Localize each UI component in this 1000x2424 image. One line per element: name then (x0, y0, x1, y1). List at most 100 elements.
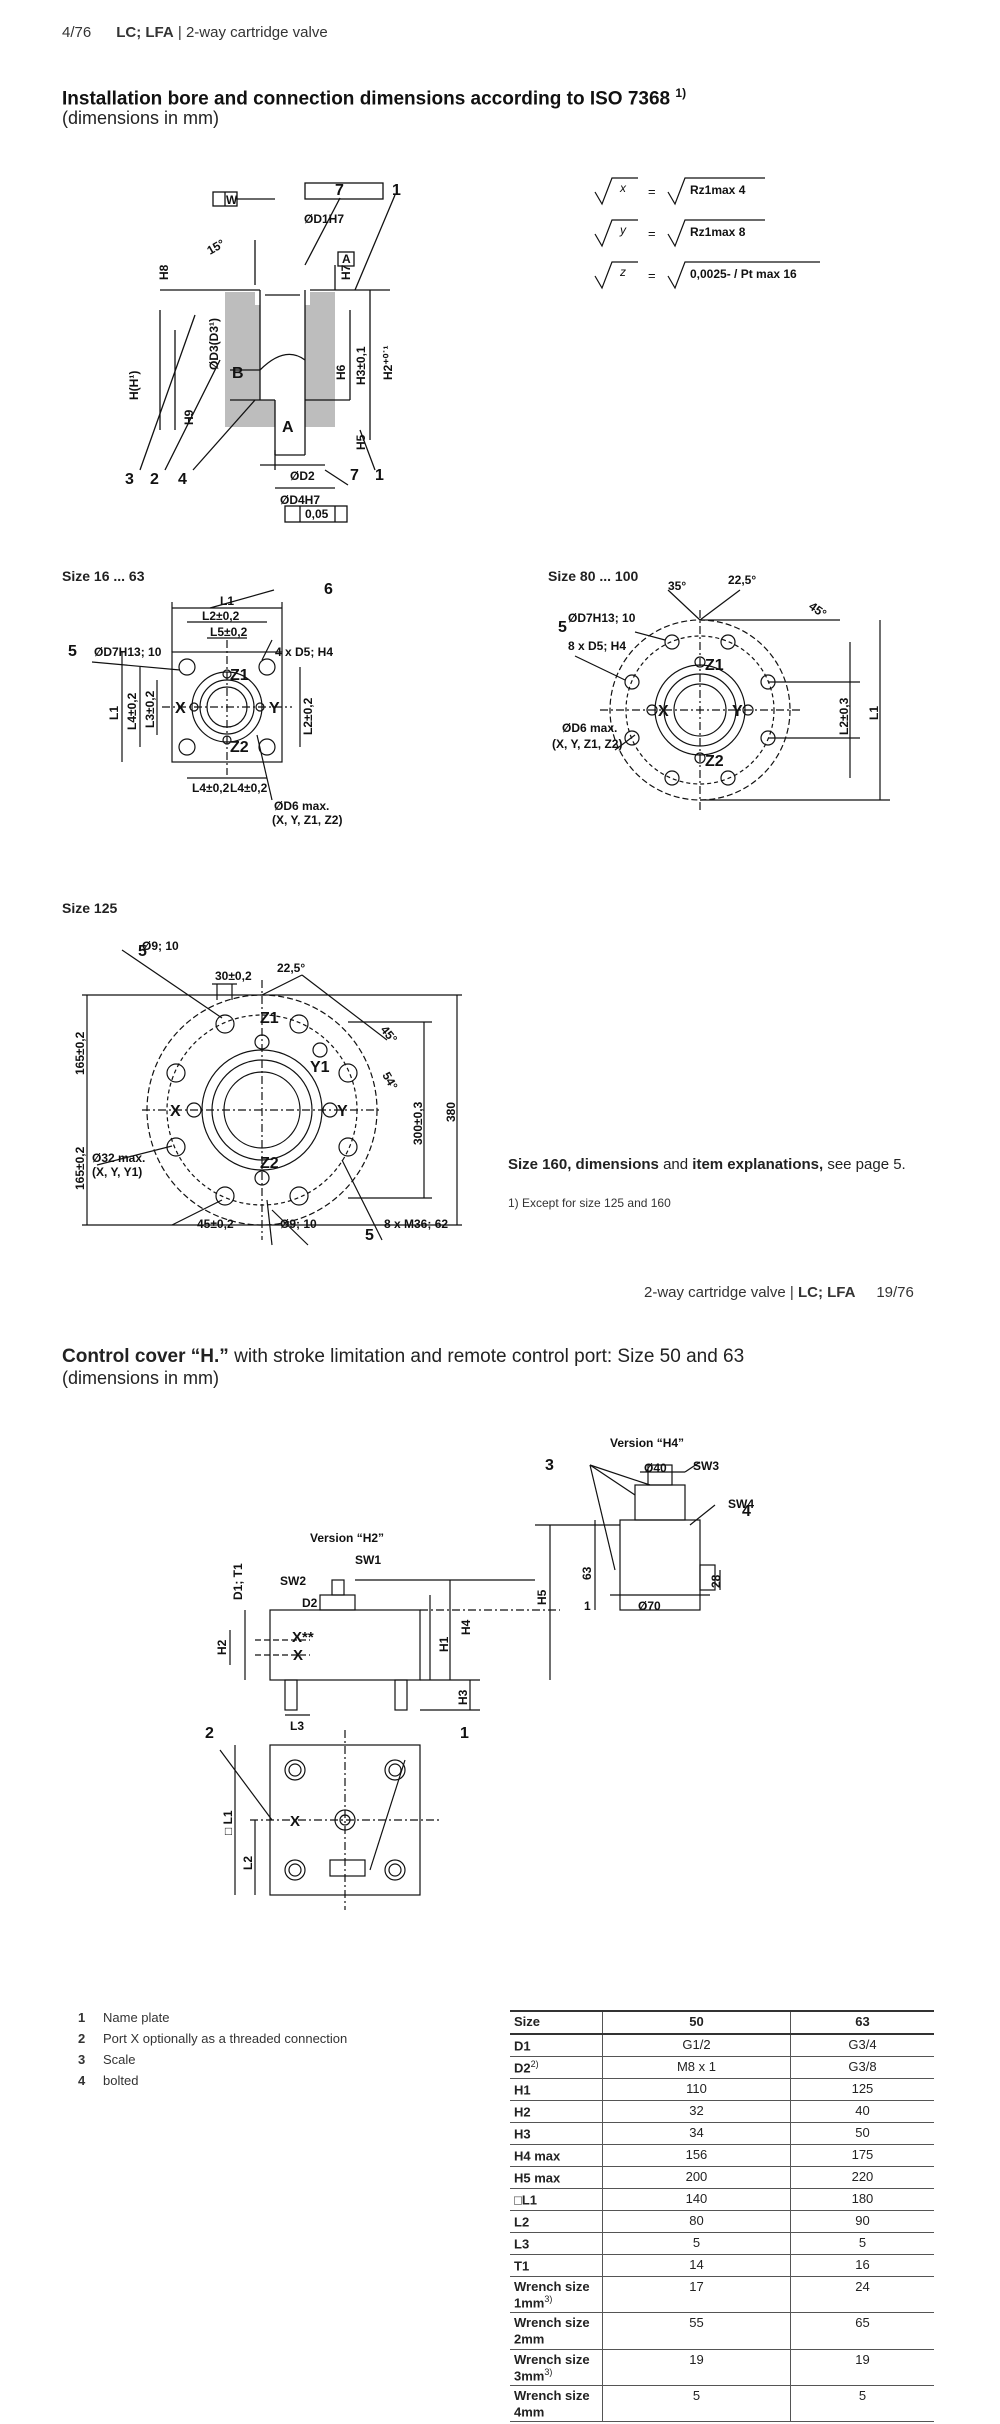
dim-d5: 8 x D5; H4 (568, 639, 626, 653)
dim-d32: Ø32 max. (92, 1151, 145, 1165)
note-mid: and (663, 1156, 689, 1173)
sw2-label: SW2 (280, 1574, 306, 1588)
size-80-100-title: Size 80 ... 100 (548, 568, 639, 584)
row-key-text: D1 (514, 2038, 531, 2054)
h1-label: H1 (437, 1636, 451, 1652)
callout-5: 5 (68, 643, 77, 660)
section-title-text: Installation bore and connection dimensi… (62, 88, 671, 110)
table-header: 50 (602, 2010, 791, 2035)
callout-3: 3 (125, 471, 134, 488)
legend-text: bolted (103, 2073, 139, 2088)
port-x: X (175, 700, 186, 717)
control-cover-drawing: Version “H2” Version “H4” SW1 SW2 SW3 SW… (205, 1436, 754, 1910)
footnote-1: 1) Except for size 125 and 160 (508, 1196, 671, 1210)
surface-y-value: Rz1max 8 (690, 225, 746, 239)
dim-165-top: 165±0,2 (73, 1031, 87, 1075)
dim-h: H(H¹) (127, 371, 141, 400)
row-value: 14 (602, 2254, 791, 2277)
row-key: L3 (510, 2232, 603, 2255)
row-key: H2 (510, 2100, 603, 2123)
dim-l4-vertical: L4±0,2 (125, 692, 139, 730)
legend-text: Port X optionally as a threaded connecti… (103, 2031, 348, 2046)
dim-l3: L3±0,2 (143, 690, 157, 728)
size-16-63-title: Size 16 ... 63 (62, 568, 145, 584)
port-x-bottom: X (290, 1813, 300, 1830)
equals-3: = (648, 268, 656, 283)
dim-l2: L2 (241, 1856, 255, 1870)
angle-35: 35° (668, 579, 686, 593)
callout-7-top: 7 (335, 182, 344, 199)
version-h2-label: Version “H2” (310, 1531, 384, 1545)
row-key-text: □L1 (514, 2192, 538, 2208)
dim-30: 30±0,2 (215, 969, 252, 983)
row-value: 125 (790, 2078, 934, 2101)
legend-number: 3 (78, 2052, 86, 2067)
row-key-text: Wrench size 1mm (514, 2279, 590, 2311)
page-2-header: 2-way cartridge valve | LC; LFA 19/76 (644, 1284, 914, 1301)
section-title: Installation bore and connection dimensi… (62, 86, 686, 110)
row-key: D1 (510, 2034, 603, 2057)
product-code: LC; LFA (116, 24, 174, 41)
port-x: X (658, 703, 669, 720)
version-h4-label: Version “H4” (610, 1436, 684, 1450)
h5-label: H5 (535, 1589, 549, 1605)
table-header-row: Size 50 63 (510, 2010, 934, 2035)
dim-h2: H2⁺⁰˙¹ (381, 346, 395, 380)
row-value: 110 (602, 2078, 791, 2101)
row-value: 34 (602, 2122, 791, 2145)
row-key: □L1 (510, 2188, 603, 2211)
port-b-label: B (232, 365, 244, 382)
row-value: 80 (602, 2210, 791, 2233)
row-value: 65 (790, 2312, 934, 2350)
surface-x-value: Rz1max 4 (690, 183, 746, 197)
dim-d70: Ø70 (638, 1599, 661, 1613)
row-value: 140 (602, 2188, 791, 2211)
row-value: 50 (790, 2122, 934, 2145)
title-footnote-ref: 1) (675, 86, 687, 100)
size-16-63-drawing: L1 L2±0,2 L5±0,2 ØD7H13; 10 4 x D5; H4 L… (68, 581, 342, 827)
row-value: 175 (790, 2144, 934, 2167)
l3-label: L3 (290, 1719, 304, 1733)
angle-22-5: 22,5° (277, 961, 305, 975)
port-y: Y (337, 1103, 348, 1120)
row-value: 16 (790, 2254, 934, 2277)
dim-h5: H5 (354, 434, 368, 450)
callout-4: 4 (178, 471, 187, 488)
port-z2: Z2 (230, 739, 249, 756)
dim-d6: ØD6 max. (274, 799, 329, 813)
angle-45: 45° (378, 1023, 401, 1046)
row-value: 5 (602, 2232, 791, 2255)
surface-x: x (619, 181, 627, 195)
h3-label: H3 (456, 1689, 470, 1705)
row-value: 40 (790, 2100, 934, 2123)
dim-380: 380 (444, 1102, 458, 1122)
port-z1: Z1 (705, 657, 724, 674)
dim-m36: 8 x M36; 62 (384, 1217, 448, 1231)
row-value: G3/4 (790, 2034, 934, 2057)
port-z2: Z2 (260, 1155, 279, 1172)
sw1-label: SW1 (355, 1553, 381, 1567)
dim-l1-vertical: L1 (107, 706, 121, 720)
row-value: G3/8 (790, 2056, 934, 2079)
dim-45: 45±0,2 (197, 1217, 234, 1231)
dim-l1: L1 (867, 706, 881, 720)
size-80-100-drawing: 35° 22,5° 45° ØD7H13; 10 8 x D5; H4 ØD6 … (552, 573, 890, 810)
control-cover-title-rest: with stroke limitation and remote contro… (234, 1346, 745, 1367)
row-footnote-ref: 3) (544, 2366, 553, 2377)
dim-h7: H7 (339, 264, 353, 280)
row-key-text: T1 (514, 2258, 530, 2274)
dim-h3: H3±0,1 (354, 346, 368, 385)
sw3-label: SW3 (693, 1459, 719, 1473)
row-value: 24 (790, 2276, 934, 2314)
dim-l2-vertical: L2±0,2 (301, 697, 315, 735)
tolerance-value: 0,05 (305, 507, 329, 521)
row-value: 19 (602, 2349, 791, 2386)
row-value: 220 (790, 2166, 934, 2189)
